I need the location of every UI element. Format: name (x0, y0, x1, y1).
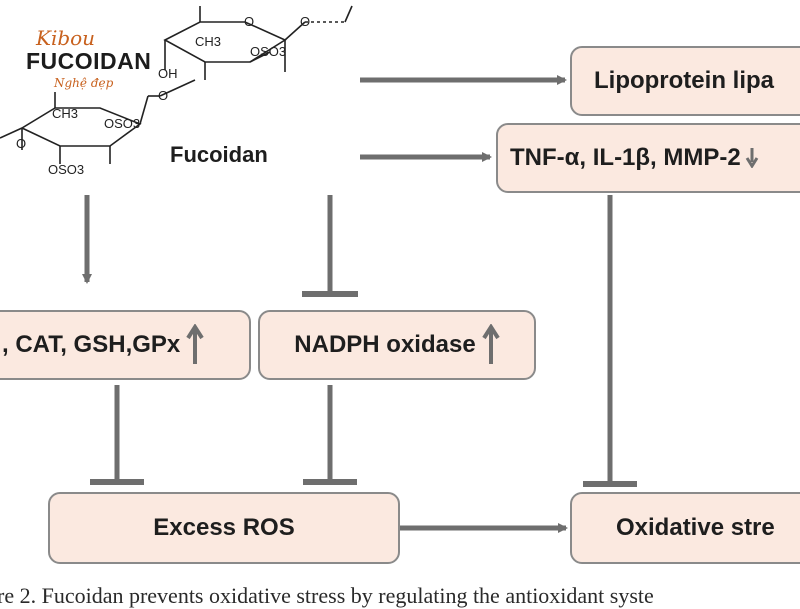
excess-ros-box: Excess ROS (48, 492, 400, 564)
label-o-link: O (158, 88, 168, 103)
antioxidants-text: , CAT, GSH,GPx (2, 331, 181, 358)
lipoprotein-lipase-box: Lipoprotein lipa (570, 46, 800, 116)
label-ch3-bottom: CH3 (52, 106, 78, 121)
down-arrow-icon (745, 148, 758, 168)
label-oso3-top: OSO3 (250, 44, 286, 59)
fucoidan-structure: CH3 OH OSO3 O O O CH3 OSO3 OSO3 O (0, 5, 353, 177)
logo-tagline: Nghệ đẹp (54, 76, 114, 90)
label-ch3-top: CH3 (195, 34, 221, 49)
tnf-text: TNF-α, IL-1β, MMP-2 (510, 144, 741, 171)
label-o-top-right: O (300, 14, 310, 29)
nadph-oxidase-text: NADPH oxidase (294, 331, 476, 358)
oxidative-stress-box: Oxidative stre (570, 492, 800, 564)
up-arrow-icon (482, 324, 500, 364)
label-o-top: O (244, 14, 254, 29)
label-o-bottom: O (16, 136, 26, 151)
label-oso3-mid: OSO3 (104, 116, 140, 131)
label-oh: OH (158, 66, 178, 81)
excess-ros-text: Excess ROS (153, 514, 295, 541)
fucoidan-label: Fucoidan (170, 142, 268, 167)
kibou-fucoidan-logo: Kibou FUCOIDAN Nghệ đẹp (22, 26, 172, 96)
lipoprotein-lipase-text: Lipoprotein lipa (594, 67, 774, 94)
tnf-box: TNF-α, IL-1β, MMP-2 (496, 123, 800, 193)
antioxidants-box: , CAT, GSH,GPx (0, 310, 251, 380)
label-oso3-bottom: OSO3 (48, 162, 84, 177)
up-arrow-icon (186, 324, 204, 364)
figure-caption: ure 2. Fucoidan prevents oxidative stres… (0, 583, 654, 608)
logo-main: FUCOIDAN (26, 48, 152, 74)
logo-script: Kibou (36, 26, 96, 50)
nadph-oxidase-box: NADPH oxidase (258, 310, 536, 380)
oxidative-stress-text: Oxidative stre (616, 514, 775, 541)
